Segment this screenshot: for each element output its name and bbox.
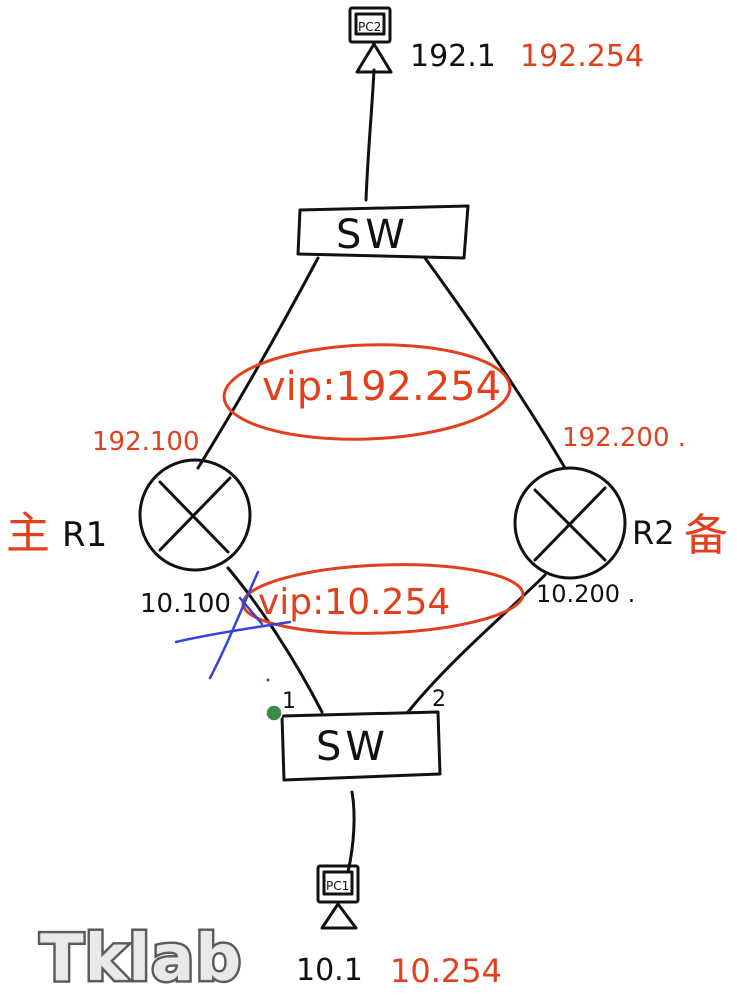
router-cross-icon (138, 458, 252, 572)
link-r2-to-bottom-switch (406, 573, 547, 714)
cursor-dot (265, 704, 283, 722)
top-switch: SW (296, 204, 470, 260)
r2-role: 备 (684, 510, 728, 561)
link-top-switch-to-r2 (423, 256, 567, 470)
strike-x-icon (174, 570, 292, 680)
pc2-icon-label: PC2 (358, 20, 381, 34)
vip-bottom-group: vip:10.254 (241, 563, 525, 635)
vip-bottom-label: vip:10.254 (258, 582, 450, 623)
bottom-switch-label: SW (316, 724, 389, 770)
pc-terminal-icon (348, 6, 393, 74)
pc1-node: PC1 10.1 10.254 (296, 864, 502, 990)
pc2-gateway: 192.254 (520, 39, 644, 74)
r2-node: 192.200 . R2 备 10.200 . (513, 423, 728, 608)
router-cross-icon (513, 466, 627, 580)
r1-role: 主 (6, 508, 50, 559)
switch-port-1: 1 (282, 689, 296, 714)
vip-top-label: vip:192.254 (262, 364, 501, 410)
r2-ip-lower: 10.200 . (536, 580, 635, 608)
pc-terminal-icon (316, 864, 360, 930)
r1-ip-upper: 192.100 (92, 427, 200, 457)
switch-port-2: 2 (432, 687, 446, 712)
pc2-node: PC2 192.1 192.254 (348, 6, 644, 74)
pc1-gateway: 10.254 (390, 952, 502, 990)
pc2-ip: 192.1 (410, 39, 496, 74)
link-r1-to-bottom-switch (226, 566, 324, 714)
bottom-switch: SW 1 2 (280, 687, 446, 782)
r2-name: R2 (632, 514, 675, 552)
pc1-ip: 10.1 (296, 953, 363, 988)
link-pc2-to-top-switch (364, 68, 376, 202)
r1-ip-lower: 10.100 (140, 589, 231, 619)
r1-name: R1 (62, 515, 107, 555)
r1-node: 192.100 主 R1 10.100 (6, 427, 252, 619)
top-switch-label: SW (336, 212, 409, 258)
stray-dot (266, 678, 270, 682)
link-top-switch-to-r1 (196, 256, 320, 470)
r2-ip-upper: 192.200 . (562, 423, 686, 453)
vip-top-group: vip:192.254 (222, 343, 512, 441)
watermark-logo: Tklab (37, 920, 243, 999)
pc1-icon-label: PC1 (326, 879, 349, 893)
link-bottom-switch-to-pc1 (346, 790, 356, 874)
